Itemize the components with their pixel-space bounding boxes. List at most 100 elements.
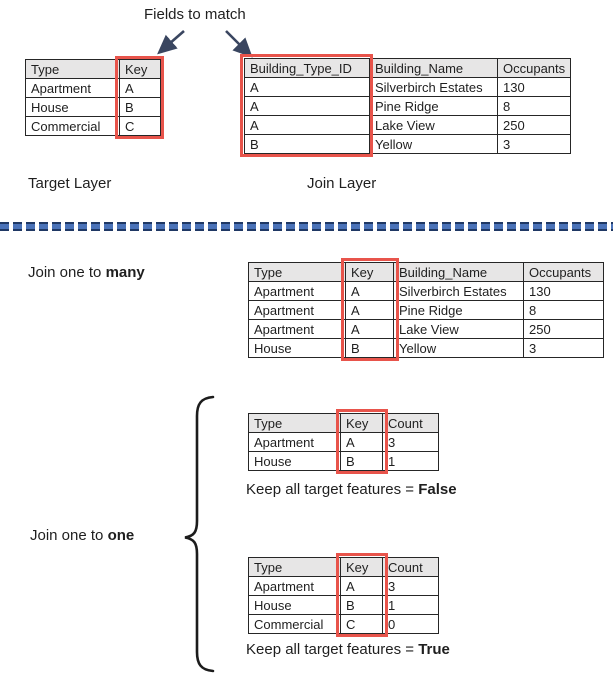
cell: House (25, 97, 120, 117)
header-row: Type Key Building_Name Occupants (248, 262, 604, 282)
cell: Silverbirch Estates (369, 77, 498, 97)
cell: A (345, 281, 394, 301)
cell: Apartment (25, 78, 120, 98)
cell: Yellow (393, 338, 524, 358)
cell: Apartment (248, 281, 346, 301)
cell: 3 (497, 134, 571, 154)
column-header: Type (248, 262, 346, 282)
section-divider (0, 222, 613, 231)
table-row: House B (25, 97, 161, 117)
cell: 8 (497, 96, 571, 116)
cell: Yellow (369, 134, 498, 154)
cell: Apartment (248, 319, 346, 339)
cell: Lake View (369, 115, 498, 135)
column-header: Building_Name (393, 262, 524, 282)
cell: Apartment (248, 432, 341, 452)
join-many-table-wrap: Type Key Building_Name Occupants Apartme… (248, 258, 604, 361)
label-prefix: Join one to (30, 527, 108, 544)
table-row: A Pine Ridge 8 (244, 96, 571, 116)
column-header: Building_Name (369, 58, 498, 78)
column-header: Key (340, 413, 383, 433)
target-layer-caption: Target Layer (28, 175, 112, 192)
caption-prefix: Keep all target features = (246, 481, 419, 498)
curly-brace (184, 395, 215, 673)
cell: A (119, 78, 161, 98)
label-prefix: Join one to (28, 264, 106, 281)
cell: 8 (523, 300, 604, 320)
cell: House (248, 451, 341, 471)
join-one-false-table: Type Key Count Apartment A 3 House B 1 (248, 413, 439, 471)
table-row: Apartment A 3 (248, 432, 439, 452)
table-row: Apartment A (25, 78, 161, 98)
cell: Apartment (248, 300, 346, 320)
cell: C (340, 614, 383, 634)
join-one-to-many-label: Join one to many (28, 264, 145, 281)
cell: Pine Ridge (393, 300, 524, 320)
caption-prefix: Keep all target features = (246, 641, 419, 658)
caption-bold: False (418, 481, 457, 498)
table-row: A Lake View 250 (244, 115, 571, 135)
table-row: Apartment A Pine Ridge 8 (248, 300, 604, 320)
header-row: Type Key Count (248, 413, 439, 433)
cell: 250 (523, 319, 604, 339)
cell: A (244, 96, 370, 116)
cell: Commercial (25, 116, 120, 136)
column-header: Type (248, 413, 341, 433)
header-row: Type Key (25, 59, 161, 79)
cell: B (345, 338, 394, 358)
cell: Lake View (393, 319, 524, 339)
arrow-to-target-key (157, 30, 185, 55)
join-table-wrap: Building_Type_ID Building_Name Occupants… (240, 54, 571, 157)
column-header: Count (382, 557, 439, 577)
cell: B (340, 595, 383, 615)
cell: A (345, 300, 394, 320)
keep-true-caption: Keep all target features = True (246, 641, 450, 658)
column-header: Count (382, 413, 439, 433)
cell: House (248, 338, 346, 358)
label-bold: one (107, 527, 135, 544)
join-one-true-table-wrap: Type Key Count Apartment A 3 House B 1 C… (248, 553, 439, 637)
table-row: A Silverbirch Estates 130 (244, 77, 571, 97)
table-row: Apartment A Silverbirch Estates 130 (248, 281, 604, 301)
cell: Silverbirch Estates (393, 281, 524, 301)
column-header: Key (119, 59, 161, 79)
table-row: Commercial C 0 (248, 614, 439, 634)
column-header: Occupants (523, 262, 604, 282)
table-row: Apartment A 3 (248, 576, 439, 596)
join-many-table: Type Key Building_Name Occupants Apartme… (248, 262, 604, 358)
cell: A (244, 115, 370, 135)
cell: A (244, 77, 370, 97)
cell: Pine Ridge (369, 96, 498, 116)
cell: 250 (497, 115, 571, 135)
column-header: Key (340, 557, 383, 577)
column-header: Key (345, 262, 394, 282)
column-header: Type (25, 59, 120, 79)
cell: 3 (382, 432, 439, 452)
cell: A (345, 319, 394, 339)
table-row: House B 1 (248, 451, 439, 471)
table-row: Apartment A Lake View 250 (248, 319, 604, 339)
join-one-false-table-wrap: Type Key Count Apartment A 3 House B 1 (248, 409, 439, 474)
caption-bold: True (418, 641, 450, 658)
cell: 1 (382, 595, 439, 615)
cell: B (119, 97, 161, 117)
header-row: Type Key Count (248, 557, 439, 577)
table-row: House B 1 (248, 595, 439, 615)
cell: C (119, 116, 161, 136)
arrow-to-join-key (225, 30, 253, 58)
cell: 3 (523, 338, 604, 358)
cell: Apartment (248, 576, 341, 596)
cell: 0 (382, 614, 439, 634)
cell: 3 (382, 576, 439, 596)
cell: A (340, 432, 383, 452)
table-row: B Yellow 3 (244, 134, 571, 154)
fields-to-match-label: Fields to match (144, 6, 246, 23)
target-table: Type Key Apartment A House B Commercial … (25, 59, 161, 136)
table-row: House B Yellow 3 (248, 338, 604, 358)
cell: House (248, 595, 341, 615)
join-one-to-one-label: Join one to one (30, 527, 134, 544)
cell: 1 (382, 451, 439, 471)
column-header: Building_Type_ID (244, 58, 370, 78)
table-row: Commercial C (25, 116, 161, 136)
